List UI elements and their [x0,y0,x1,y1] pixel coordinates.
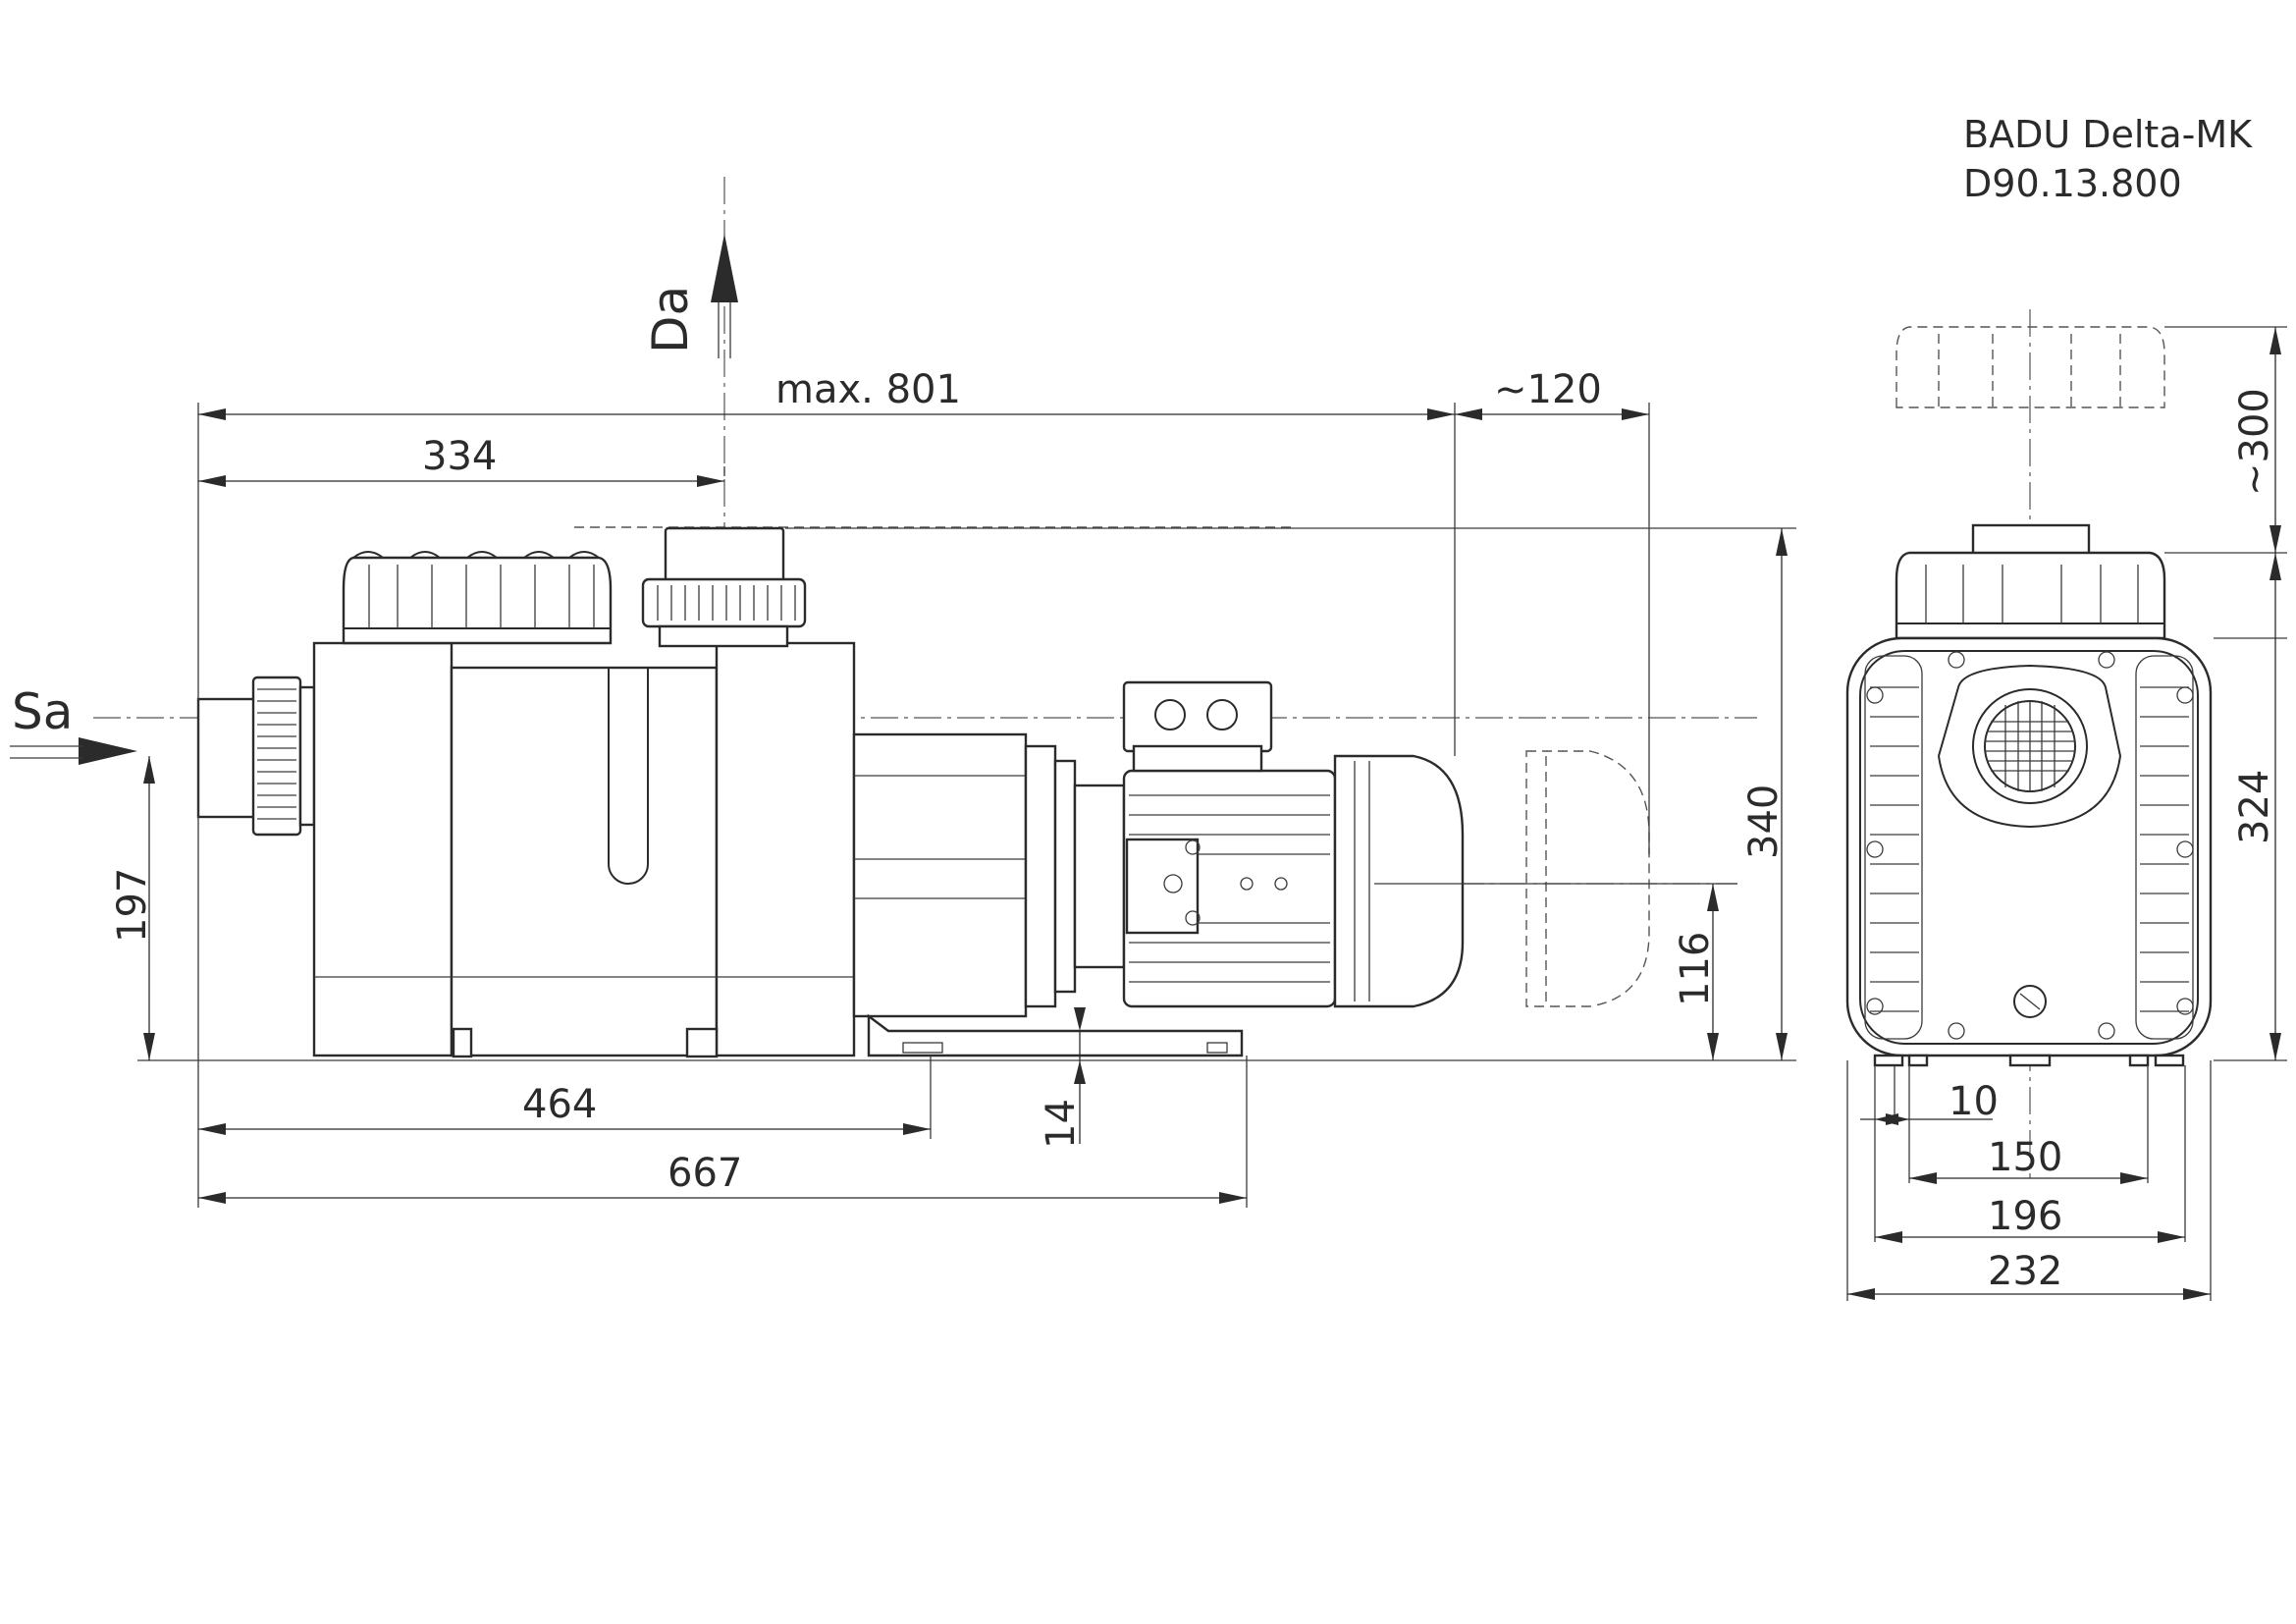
lid-removal-phantom [1896,326,2165,408]
dim-foot-width: 10 [1949,1079,1999,1124]
dim-overall-width: 232 [1988,1249,2062,1294]
motor-cover-phantom [1525,750,1650,1007]
dim-shaft-height: 116 [1673,932,1718,1006]
dim-hole-spacing-outer: 196 [1988,1194,2062,1239]
front-housing [1845,636,2213,1067]
discharge-port-marker: Da [642,234,738,358]
dim-overall-length: max. 801 [775,367,961,412]
dim-base-to-hole: 464 [522,1082,597,1127]
front-view: ~300 324 10 150 196 232 [1845,309,2287,1301]
discharge-union [641,526,807,648]
dim-motor-clearance: ~120 [1494,367,1602,412]
model-code: D90.13.800 [1963,162,2182,205]
discharge-label: Da [642,286,699,353]
dim-total-height: 340 [1741,785,1787,859]
strainer-lid [342,551,613,645]
suction-port-marker: Sa [10,683,137,765]
dim-lid-clearance: ~300 [2232,388,2277,496]
side-view: max. 801 ~120 334 464 667 14 197 116 340 [10,177,1796,1208]
strainer-housing [312,641,856,1058]
dim-inlet-height: 197 [110,868,155,943]
dim-inlet-to-lid: 334 [422,434,497,479]
front-lid [1895,523,2166,640]
dim-hole-spacing-inner: 150 [1988,1135,2062,1180]
model-name: BADU Delta-MK [1963,113,2253,156]
dim-side-height: 324 [2232,770,2277,844]
dim-foot-height: 14 [1039,1099,1084,1149]
motor [1122,680,1465,1008]
pump-bracket [852,732,1244,1057]
inlet-union [196,676,316,837]
suction-label: Sa [12,683,73,740]
dim-base-length: 667 [667,1151,742,1196]
